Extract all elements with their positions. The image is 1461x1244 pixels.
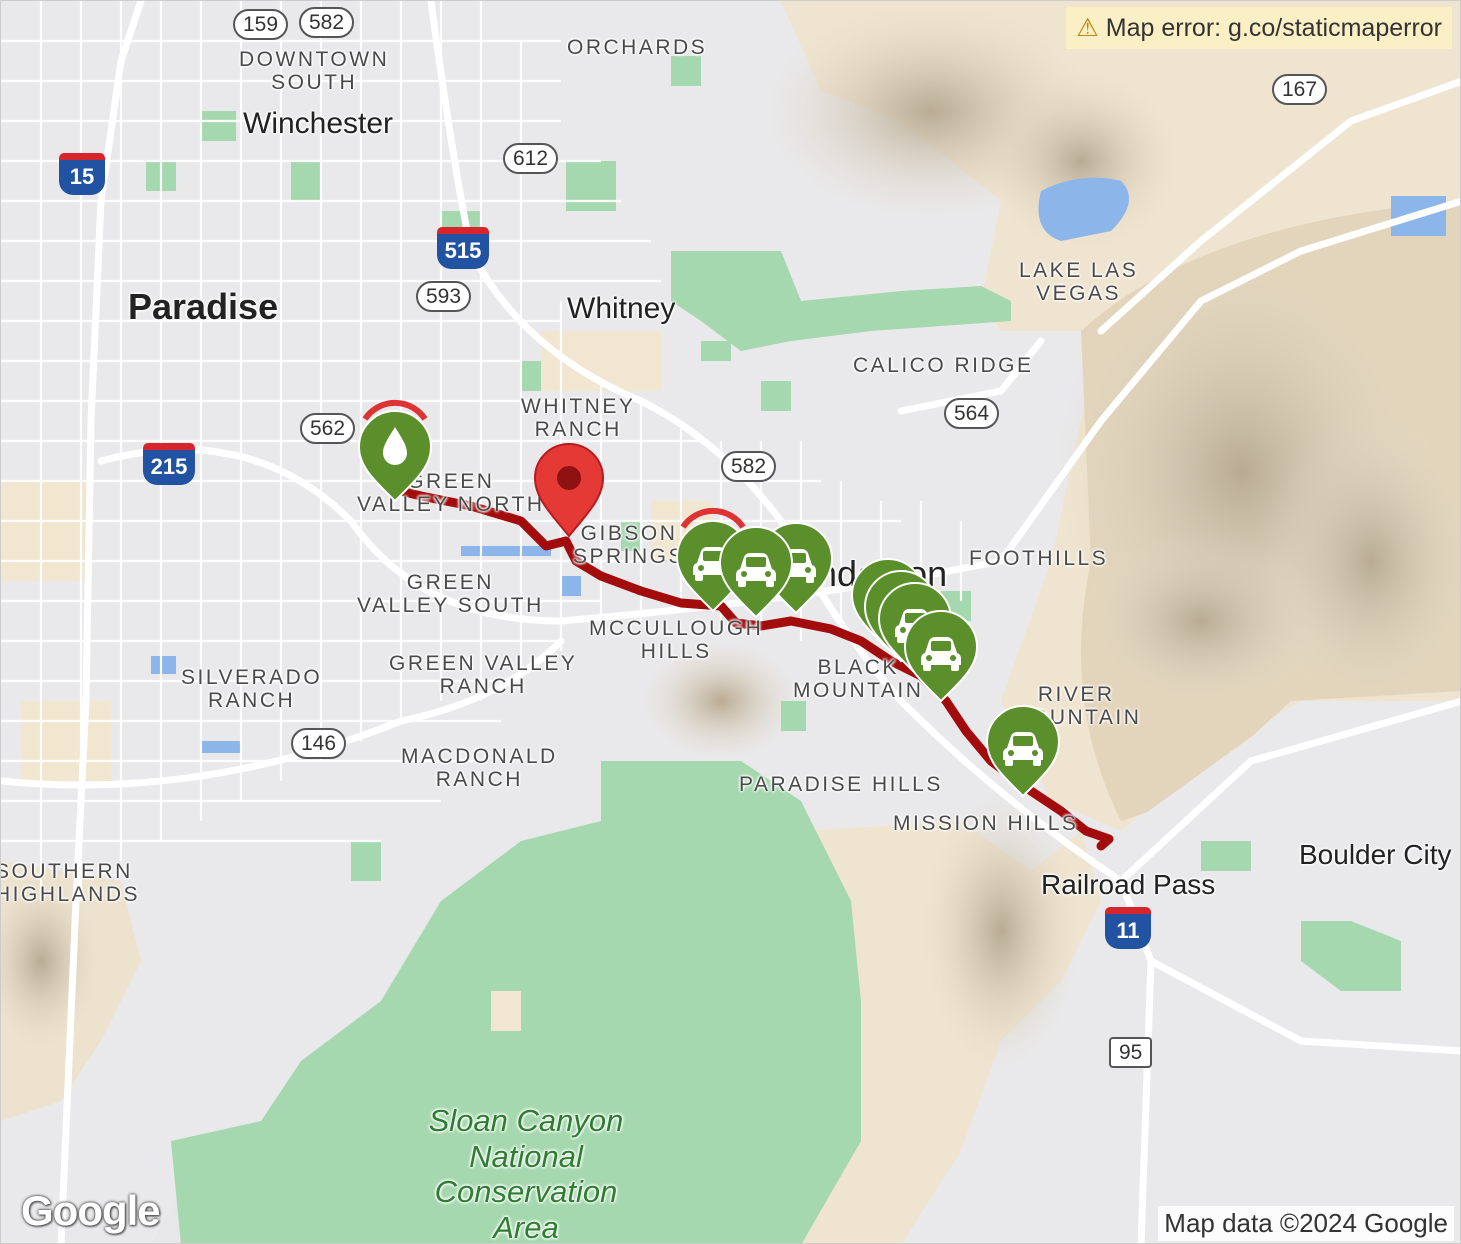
route-shield-146: 146 [291, 728, 347, 759]
label-mission-hills: MISSION HILLS [893, 812, 1079, 835]
interstate-shield-15: 15 [59, 153, 105, 195]
route-shield-562: 562 [300, 413, 356, 444]
interstate-shield-11: 11 [1105, 907, 1151, 949]
route-shield-582: 582 [299, 7, 355, 38]
label-winchester: Winchester [243, 107, 394, 140]
interstate-shield-515: 515 [437, 227, 489, 269]
route-shield-159: 159 [233, 9, 289, 40]
label-paradise-hills: PARADISE HILLS [739, 773, 943, 796]
label-calico-ridge: CALICO RIDGE [853, 354, 1034, 377]
label-orchards: ORCHARDS [567, 36, 708, 59]
route-shield-95: 95 [1109, 1037, 1153, 1068]
route-shield-582-henderson: 582 [721, 451, 777, 482]
label-foothills: FOOTHILLS [969, 547, 1109, 570]
route-shield-167: 167 [1272, 74, 1328, 105]
label-railroad-pass: Railroad Pass [1041, 869, 1216, 900]
map-error-text: Map error: g.co/staticmaperror [1105, 14, 1442, 42]
map-attribution[interactable]: Map data ©2024 Google [1158, 1206, 1454, 1241]
warning-triangle-icon: ⚠ [1076, 14, 1099, 42]
map-error-banner[interactable]: ⚠ Map error: g.co/staticmaperror [1066, 7, 1452, 49]
label-whitney: Whitney [567, 292, 676, 325]
label-boulder-city: Boulder City [1299, 839, 1452, 870]
google-logo: Google [21, 1187, 161, 1234]
label-sloan-canyon: Sloan Canyon National Conservation Area [428, 1103, 624, 1244]
label-henderson: Henderson [771, 553, 948, 594]
route-shield-612: 612 [503, 143, 559, 174]
interstate-shield-215: 215 [143, 443, 195, 485]
label-paradise: Paradise [128, 286, 279, 327]
route-shield-593: 593 [416, 281, 472, 312]
route-shield-564: 564 [944, 398, 1000, 429]
